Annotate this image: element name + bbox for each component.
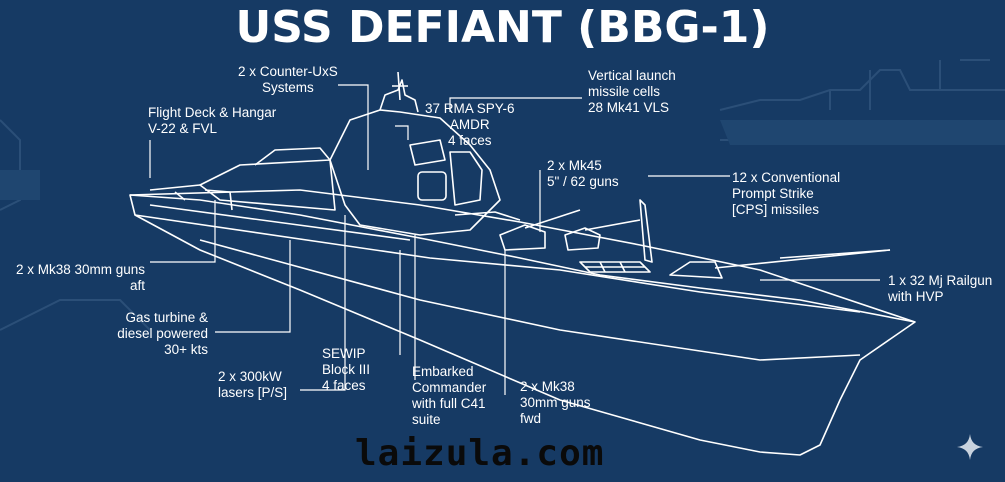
sparkle-icon	[957, 434, 983, 460]
label-flight-deck: Flight Deck & Hangar V-22 & FVL	[148, 105, 277, 136]
label-counter-uxs: 2 x Counter-UxS Systems	[238, 64, 338, 95]
label-lasers: 2 x 300kW lasers [P/S]	[218, 369, 288, 400]
watermark-text: laizula.com	[355, 433, 605, 474]
forward-gun	[499, 224, 546, 251]
hull-outline	[129, 194, 916, 456]
superstructure	[329, 109, 501, 236]
label-commander: Embarked Commander with full C41 suite	[412, 364, 487, 427]
railgun	[669, 261, 723, 279]
label-propulsion: Gas turbine & diesel powered 30+ kts	[117, 310, 208, 357]
forward-gun-2	[564, 227, 601, 251]
label-cps: 12 x Conventional Prompt Strike [CPS] mi…	[732, 170, 841, 217]
label-mk45: 2 x Mk45 5" / 62 guns	[547, 158, 619, 189]
label-railgun: 1 x 32 Mj Railgun with HVP	[888, 273, 993, 304]
label-vls: Vertical launch missile cells 28 Mk41 VL…	[588, 68, 676, 115]
cps-fin	[639, 199, 653, 263]
label-sewip: SEWIP Block III 4 faces	[322, 346, 371, 393]
label-spy6: 37 RMA SPY-6 AMDR 4 faces	[425, 101, 515, 148]
page-title: USS DEFIANT (BBG-1)	[235, 2, 770, 53]
hangar	[199, 159, 336, 211]
label-mk38-fwd: 2 x Mk38 30mm guns fwd	[520, 379, 591, 426]
label-mk38-aft: 2 x Mk38 30mm guns aft	[15, 262, 145, 293]
